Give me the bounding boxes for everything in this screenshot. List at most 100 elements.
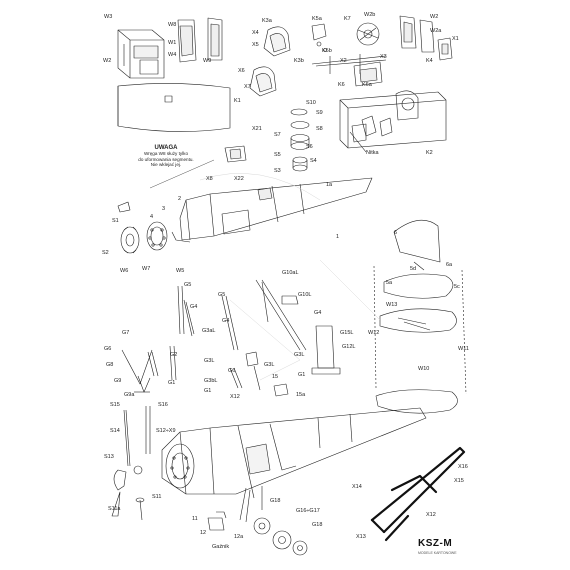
wing-ribs-w	[375, 261, 458, 414]
label-g6-b: G6	[228, 368, 236, 374]
label-g4-b: G4	[222, 318, 230, 324]
label-x3: X3	[380, 54, 387, 60]
label-k5a: K5a	[312, 16, 322, 22]
label-w12: W12	[368, 330, 380, 336]
label-g3al: G3aL	[202, 328, 216, 334]
label-12: 12	[200, 530, 207, 536]
engine-cowl-front	[117, 201, 168, 254]
gear-leg-assembled	[239, 486, 263, 523]
label-x12: X12	[230, 394, 240, 400]
label-x22: X22	[234, 176, 244, 182]
label-g7: G7	[122, 330, 130, 336]
engine-mount-s	[224, 108, 310, 172]
label-k7: K7	[344, 16, 351, 22]
warning-note: UWAGA Wręga W8 służy tylko do uformowani…	[116, 145, 216, 168]
label-x7: X7	[244, 84, 251, 90]
label-6a: 6a	[446, 262, 453, 268]
label-6: 6	[394, 230, 398, 236]
label-w1: W1	[168, 40, 177, 46]
label-g2: G2	[170, 352, 178, 358]
label-s3: S3	[274, 168, 281, 174]
label-g16-g17: G16÷G17	[296, 508, 320, 514]
warning-note-line: Wręga W8 służy tylko	[143, 151, 189, 157]
instrument-panel-k6	[353, 61, 383, 87]
label-s12-x9: S12÷X9	[156, 428, 176, 434]
label-g3l-a: G3L	[264, 362, 275, 368]
gear-struts-left	[121, 345, 177, 393]
label-g4: G4	[190, 304, 198, 310]
warning-note-line: Nie wklejać jej.	[150, 162, 182, 168]
label-x16: X16	[458, 464, 468, 470]
label-s1: S1	[112, 218, 119, 224]
brand-subtitle: MODELE KARTONOWE	[418, 551, 457, 555]
label-g15l: G15L	[340, 330, 354, 336]
label-3: 3	[162, 206, 166, 212]
label-x1: X1	[452, 36, 459, 42]
label-s9: S9	[316, 110, 323, 116]
label-x21: X21	[252, 126, 262, 132]
label-g10l: G10L	[298, 292, 312, 298]
label-k6: K6	[338, 82, 345, 88]
label-5a: 5a	[386, 280, 393, 286]
label-nitka: Nitka	[366, 150, 379, 156]
label-k6a: K6a	[362, 82, 372, 88]
label-w2: W2	[103, 58, 112, 64]
label-x8: X8	[206, 176, 213, 182]
label-w4: W4	[168, 52, 177, 58]
watermark-ghost	[199, 173, 381, 381]
wing-rib-6	[393, 219, 441, 263]
label-w7: W7	[142, 266, 151, 272]
note-leader	[149, 159, 215, 189]
label-x5: X5	[252, 42, 259, 48]
label-g1-b: G1	[204, 388, 212, 394]
label-x12-b: X12	[426, 512, 436, 518]
label-k4: K4	[426, 58, 433, 64]
main-wheels	[207, 511, 308, 556]
label-w9: W9	[203, 58, 212, 64]
frame-w8-w1-w4	[177, 17, 223, 63]
label-g5: G5	[184, 282, 192, 288]
label-s4: S4	[310, 158, 317, 164]
warning-note-line: do uformowania segmentu.	[138, 156, 194, 162]
label-x13: X13	[356, 534, 366, 540]
label-s13: S13	[104, 454, 114, 460]
label-g18: G18	[270, 498, 281, 504]
label-s10: S10	[306, 100, 316, 106]
wire-frame-x	[370, 446, 466, 542]
label-g9a: G9a	[124, 392, 135, 398]
label-s11a: S11a	[108, 506, 121, 512]
label-1: 1	[336, 234, 340, 240]
frames-w2	[399, 15, 435, 53]
fuselage-assembled	[161, 407, 427, 499]
label-w2: W2	[430, 14, 439, 20]
small-parts-x1	[437, 37, 453, 61]
label-s16: S16	[158, 402, 168, 408]
label-x4: X4	[252, 30, 259, 36]
label-s7: S7	[274, 132, 281, 138]
cabin-frame-w	[117, 29, 165, 79]
brand-logo-text: KSZ-M	[418, 538, 453, 549]
label-s6: S6	[306, 144, 313, 150]
label-1a: 1a	[326, 182, 333, 188]
label-11: 11	[192, 516, 198, 522]
label-w2a: W2a	[430, 28, 442, 34]
label-g6: G6	[104, 346, 112, 352]
wheel-k7	[356, 22, 380, 46]
seat-k3	[263, 26, 291, 57]
label-w8: W8	[168, 22, 177, 28]
label-g4-c: G4	[314, 310, 322, 316]
wing-outline-long	[373, 265, 467, 395]
seat-k5-small	[311, 23, 327, 52]
label-2: 2	[178, 196, 182, 202]
label-x6: X6	[238, 68, 245, 74]
label-k2: K2	[426, 150, 433, 156]
label-s14: S14	[110, 428, 120, 434]
label-gaznik: Gaźnik	[212, 544, 230, 550]
label-5d: 5d	[410, 266, 417, 272]
label-g1-c: G1	[298, 372, 306, 378]
label-w5: W5	[176, 268, 185, 274]
label-s15: S15	[110, 402, 120, 408]
label-w13: W13	[386, 302, 398, 308]
